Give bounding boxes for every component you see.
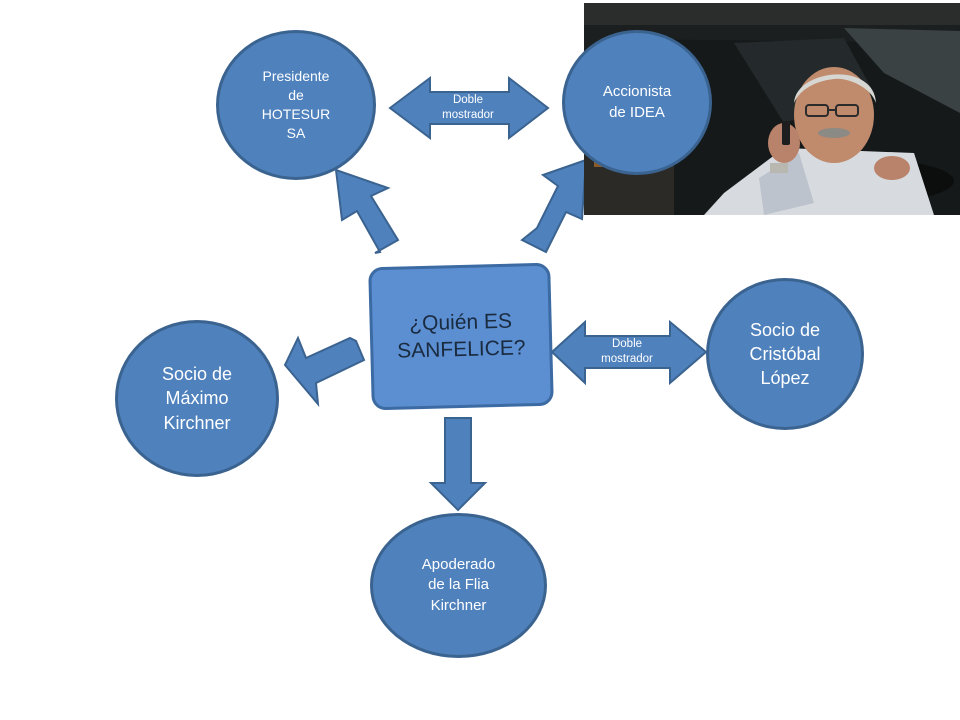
node-hotesur-line1: Presidente [262,68,330,85]
double-arrow-top [388,75,550,141]
arrow-to-hotesur [334,168,400,254]
double-arrow-top-line1: Doble [452,94,484,106]
arrow-to-idea [520,158,588,254]
node-apoderado-line3: Kirchner [430,596,487,614]
node-apoderado: Apoderado de la Flia Kirchner [370,513,547,658]
node-idea: Accionista de IDEA [562,30,712,175]
double-arrow-top-line2: mostrador [442,108,494,121]
node-cristobal-line3: López [760,368,810,389]
node-apoderado-line1: Apoderado [421,556,496,574]
node-idea-line1: Accionista [602,83,672,101]
node-maximo: Socio de Máximo Kirchner [115,320,279,477]
center-title-line2: SANFELICE? [396,335,526,363]
center-title-line1: ¿Quién ES [408,309,513,336]
node-idea-line2: de IDEA [609,103,665,121]
double-arrow-right-line1: Doble [611,338,643,350]
double-arrow-right-label: Doble mostrador [586,337,668,367]
arrow-to-apoderado [428,417,488,512]
node-cristobal-line2: Cristóbal [749,343,821,364]
node-hotesur-line4: SA [286,124,306,141]
node-apoderado-line2: de la Flia [428,576,489,594]
node-cristobal-line1: Socio de [749,319,821,340]
node-hotesur: Presidente de HOTESUR SA [216,30,376,180]
node-hotesur-line2: de [288,87,304,104]
node-maximo-line3: Kirchner [163,412,231,433]
center-question-box: ¿Quién ES SANFELICE? [368,262,554,411]
node-maximo-line2: Máximo [165,388,229,409]
node-hotesur-line3: HOTESUR [261,106,331,122]
double-arrow-top-label: Doble mostrador [428,93,508,123]
node-cristobal: Socio de Cristóbal López [706,278,864,430]
node-maximo-line1: Socio de [161,364,233,385]
arrow-to-maximo [283,335,366,408]
double-arrow-right-line2: mostrador [601,352,653,365]
